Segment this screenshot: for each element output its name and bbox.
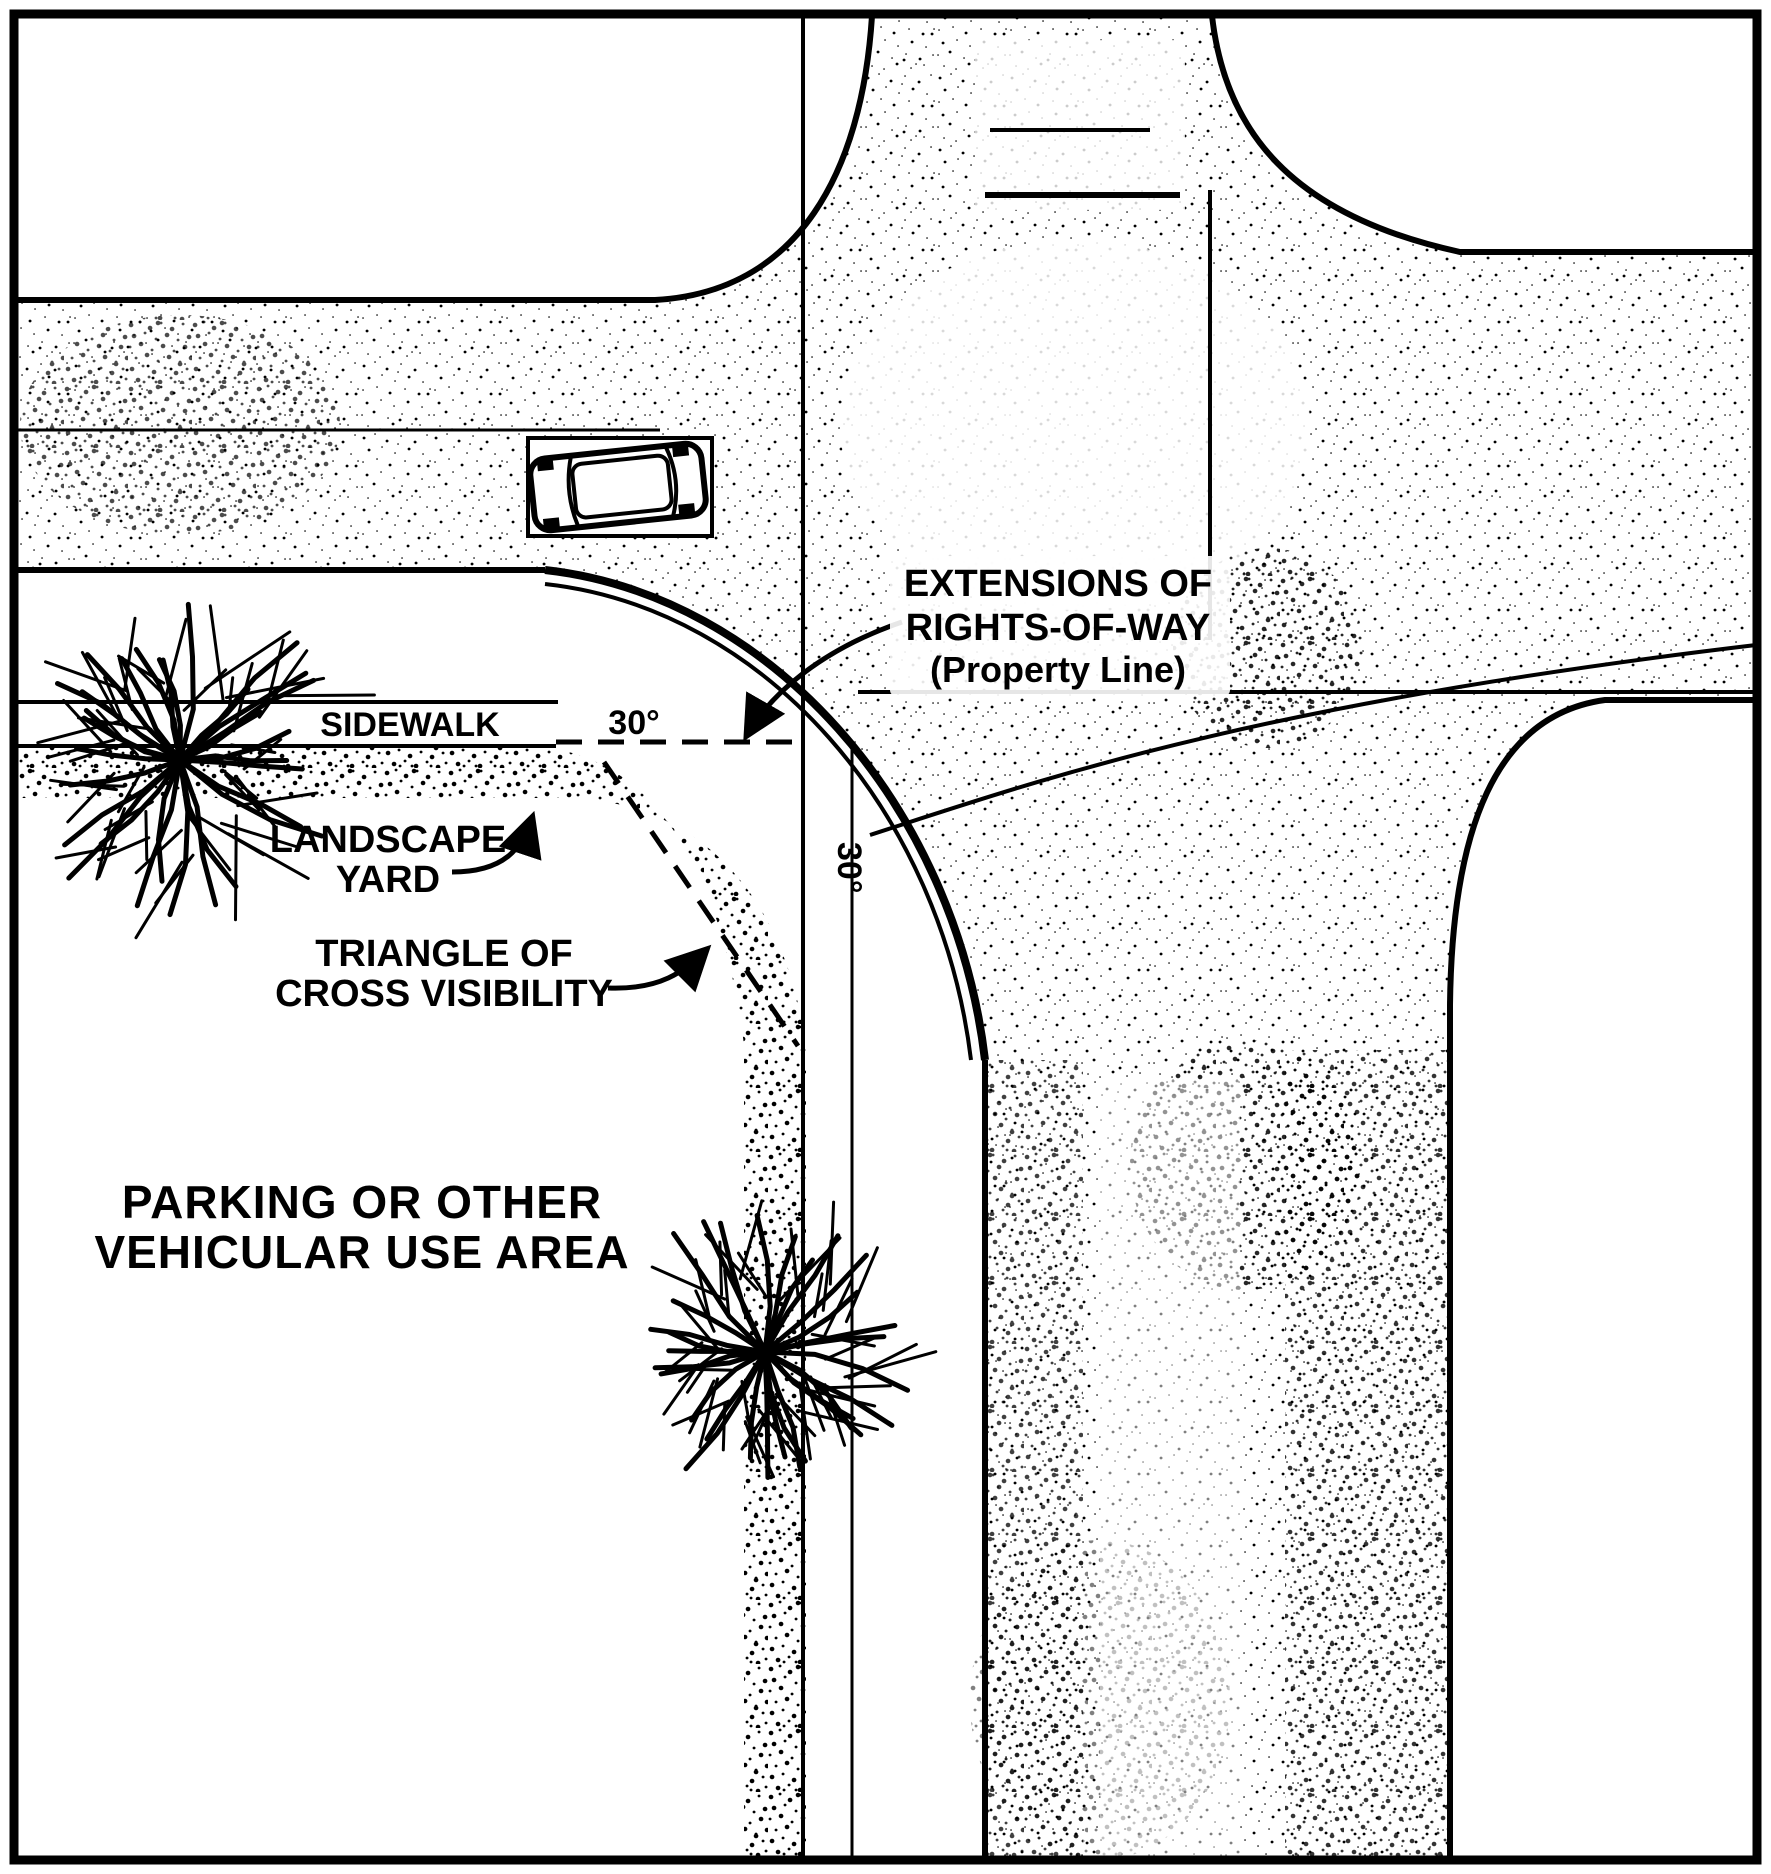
car: [527, 440, 709, 534]
car-cabin: [570, 453, 674, 520]
shadow-patch: [20, 315, 340, 535]
label-parking-line1: PARKING OR OTHER: [122, 1176, 602, 1228]
label-triangle-line1: TRIANGLE OF: [315, 933, 573, 975]
landscape-strip: [16, 748, 806, 1858]
road-edge-top-left: [16, 15, 875, 303]
street-tree: [648, 1199, 938, 1480]
callout-arrows: [451, 619, 903, 993]
label-angle-vertical: 30°: [830, 842, 868, 893]
label-triangle-line2: CROSS VISIBILITY: [275, 973, 613, 1015]
triangle-arrow: [607, 944, 712, 993]
pavement-light-patch: [975, 40, 1185, 210]
label-extensions-line2: RIGHTS-OF-WAY: [906, 607, 1211, 649]
curb-return-inner: [544, 582, 973, 1061]
car-wheel: [678, 503, 696, 515]
extensions-arrow: [743, 619, 903, 742]
labels: EXTENSIONS OF RIGHTS-OF-WAY (Property Li…: [94, 556, 1230, 1278]
road-surface: [16, 16, 1755, 1858]
street-tree: [36, 601, 376, 940]
road-edge-bottom-right: [1447, 697, 1755, 1858]
pavement-light-patch: [1100, 1080, 1240, 1858]
pavement-light-patch: [840, 240, 1310, 610]
gutter-curve: [869, 643, 1757, 837]
label-landscape-line1: LANDSCAPE: [270, 819, 506, 861]
label-landscape-line2: YARD: [336, 859, 440, 901]
car-rear-window: [566, 457, 580, 527]
street-pavement: [16, 15, 1757, 1860]
sight-line-hypotenuse-dashed: [601, 760, 801, 1048]
label-angle-horizontal: 30°: [608, 704, 659, 742]
curb-return-outer: [544, 566, 989, 1061]
sight-triangle: [556, 739, 801, 1048]
car-wheel: [672, 445, 690, 458]
road-edge-top-right: [1209, 15, 1755, 255]
label-parking-line2: VEHICULAR USE AREA: [94, 1226, 629, 1278]
label-extensions-line3: (Property Line): [930, 649, 1186, 690]
car-wheel: [542, 517, 560, 529]
label-sidewalk: SIDEWALK: [320, 706, 500, 744]
landscape-yard-arrow: [451, 810, 542, 875]
car-wheel: [536, 459, 554, 472]
figure-border: [9, 9, 1762, 1865]
label-extensions-line1: EXTENSIONS OF: [904, 563, 1212, 605]
label-backing: [890, 556, 1230, 696]
car-windshield: [664, 446, 679, 516]
